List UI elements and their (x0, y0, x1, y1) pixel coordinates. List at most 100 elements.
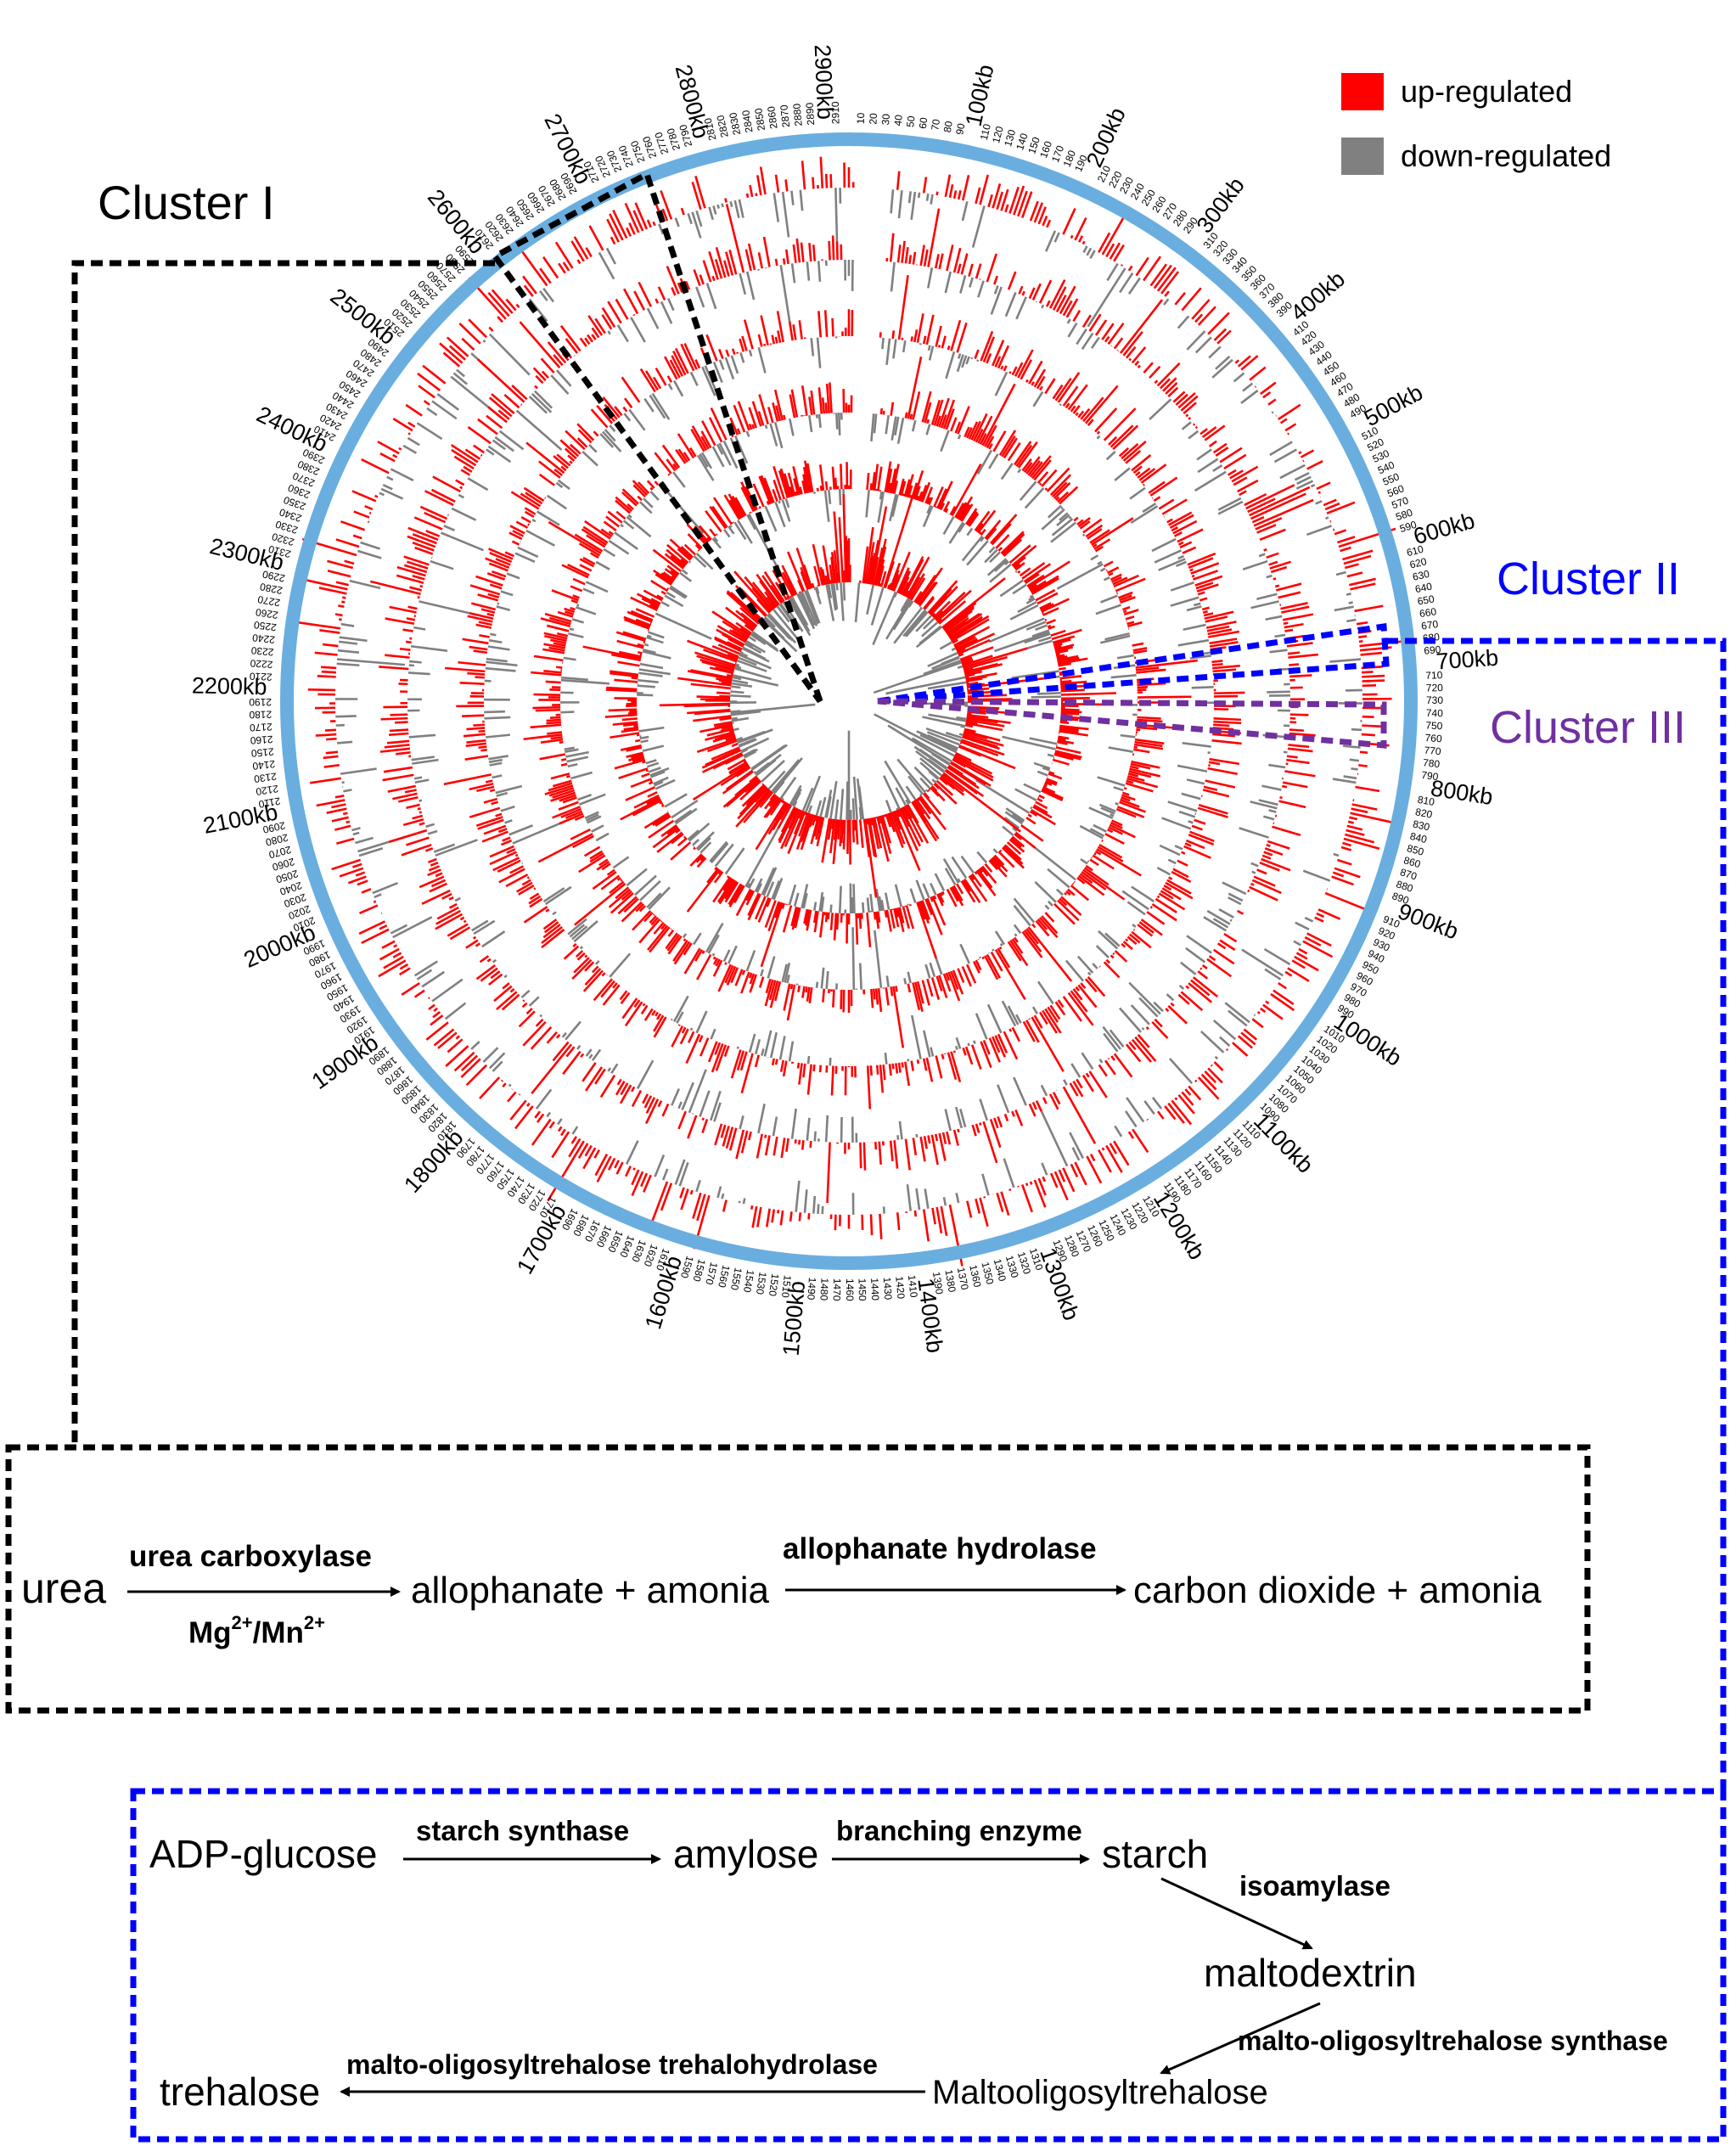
down-regulated-bar (431, 400, 458, 420)
up-regulated-bar (1059, 671, 1063, 675)
up-regulated-bar (324, 728, 337, 732)
down-regulated-bar (557, 479, 570, 491)
down-regulated-bar (714, 843, 734, 868)
up-regulated-bar (708, 417, 723, 443)
up-regulated-bar (733, 404, 746, 433)
down-regulated-bar (1188, 820, 1194, 824)
up-regulated-bar (724, 964, 734, 984)
down-regulated-bar (485, 666, 516, 672)
up-regulated-bar (912, 1138, 918, 1156)
down-regulated-bar (942, 1197, 947, 1206)
up-regulated-bar (858, 913, 862, 930)
up-regulated-bar (579, 337, 587, 347)
up-regulated-bar (725, 1126, 734, 1149)
up-regulated-bar (821, 397, 826, 414)
down-regulated-bar (873, 413, 878, 434)
tick-label: 2870 (778, 104, 792, 127)
up-regulated-bar (957, 263, 962, 274)
down-regulated-bar (760, 969, 765, 977)
up-regulated-bar (576, 952, 586, 961)
up-regulated-bar (489, 789, 496, 793)
urea-pathway-frame (5, 1444, 1591, 1714)
up-regulated-bar (898, 907, 905, 924)
up-regulated-bar (1324, 502, 1340, 511)
up-regulated-bar (553, 642, 566, 647)
up-regulated-bar (736, 351, 739, 354)
up-regulated-bar (1177, 528, 1204, 543)
up-regulated-bar (980, 528, 986, 536)
up-regulated-bar (873, 817, 883, 849)
up-regulated-bar (515, 881, 533, 893)
up-regulated-bar (677, 1110, 687, 1130)
down-regulated-bar (930, 882, 937, 896)
up-regulated-bar (679, 1028, 689, 1045)
down-regulated-bar (410, 644, 448, 652)
up-regulated-bar (412, 533, 437, 545)
up-regulated-bar (659, 801, 663, 805)
up-regulated-bar (747, 243, 756, 271)
up-regulated-bar (1171, 870, 1192, 884)
down-regulated-bar (674, 217, 680, 228)
up-regulated-bar (652, 221, 656, 227)
up-regulated-bar (660, 572, 675, 583)
up-regulated-bar (621, 376, 641, 403)
up-regulated-bar (531, 1043, 573, 1095)
down-regulated-bar (1126, 1097, 1145, 1123)
up-regulated-bar (1113, 1140, 1130, 1166)
up-regulated-bar (453, 1051, 475, 1072)
up-regulated-bar (1289, 663, 1300, 666)
down-regulated-bar (1296, 475, 1312, 486)
down-regulated-bar (911, 737, 952, 762)
up-regulated-bar (1135, 659, 1198, 669)
down-regulated-bar (724, 847, 745, 875)
up-regulated-bar (1278, 591, 1301, 599)
up-regulated-bar (818, 1065, 823, 1073)
up-regulated-bar (378, 959, 407, 978)
up-regulated-bar (921, 980, 930, 1006)
up-regulated-bar (529, 897, 543, 908)
up-regulated-bar (908, 494, 913, 499)
down-regulated-bar (1079, 824, 1104, 840)
up-regulated-bar (1087, 527, 1103, 540)
up-regulated-bar (384, 744, 410, 749)
tick-label: 640 (1414, 581, 1434, 596)
down-regulated-bar (573, 920, 598, 943)
up-regulated-bar (374, 494, 379, 498)
major-tick-label: 700kb (1435, 645, 1499, 675)
up-regulated-bar (947, 1052, 958, 1081)
tick-label: 560 (1385, 482, 1406, 499)
trehalose-pathway-box: ADP-glucose starch synthase amylose bran… (130, 1788, 1727, 2143)
up-regulated-bar (981, 865, 997, 885)
up-regulated-bar (1010, 837, 1022, 848)
up-regulated-bar (379, 666, 409, 671)
up-regulated-bar (615, 886, 630, 900)
up-regulated-bar (859, 1142, 862, 1169)
up-regulated-bar (567, 454, 576, 462)
up-regulated-bar (1059, 721, 1070, 725)
down-regulated-bar (898, 1121, 903, 1140)
up-regulated-bar (1055, 653, 1060, 656)
up-regulated-bar (544, 612, 572, 623)
up-regulated-bar (995, 534, 1010, 549)
up-regulated-bar (1251, 1018, 1264, 1029)
up-regulated-bar (749, 973, 756, 985)
up-regulated-bar (1113, 574, 1139, 588)
up-regulated-bar (644, 1098, 660, 1125)
up-regulated-bar (889, 1140, 894, 1161)
tick-label: 2110 (257, 795, 281, 810)
up-regulated-bar (1201, 606, 1210, 611)
up-regulated-bar (1188, 982, 1212, 1003)
down-regulated-bar (897, 190, 903, 219)
up-regulated-bar (633, 724, 638, 728)
down-regulated-bar (1017, 601, 1037, 614)
up-regulated-bar (477, 818, 504, 830)
up-regulated-bar (1362, 674, 1385, 678)
legend-up-swatch (1341, 73, 1384, 110)
up-regulated-bar (992, 856, 1008, 873)
down-regulated-bar (885, 975, 890, 987)
down-regulated-bar (890, 416, 897, 441)
up-regulated-bar (576, 437, 588, 448)
down-regulated-bar (488, 758, 503, 764)
up-regulated-bar (489, 851, 517, 866)
up-regulated-bar (412, 541, 435, 552)
